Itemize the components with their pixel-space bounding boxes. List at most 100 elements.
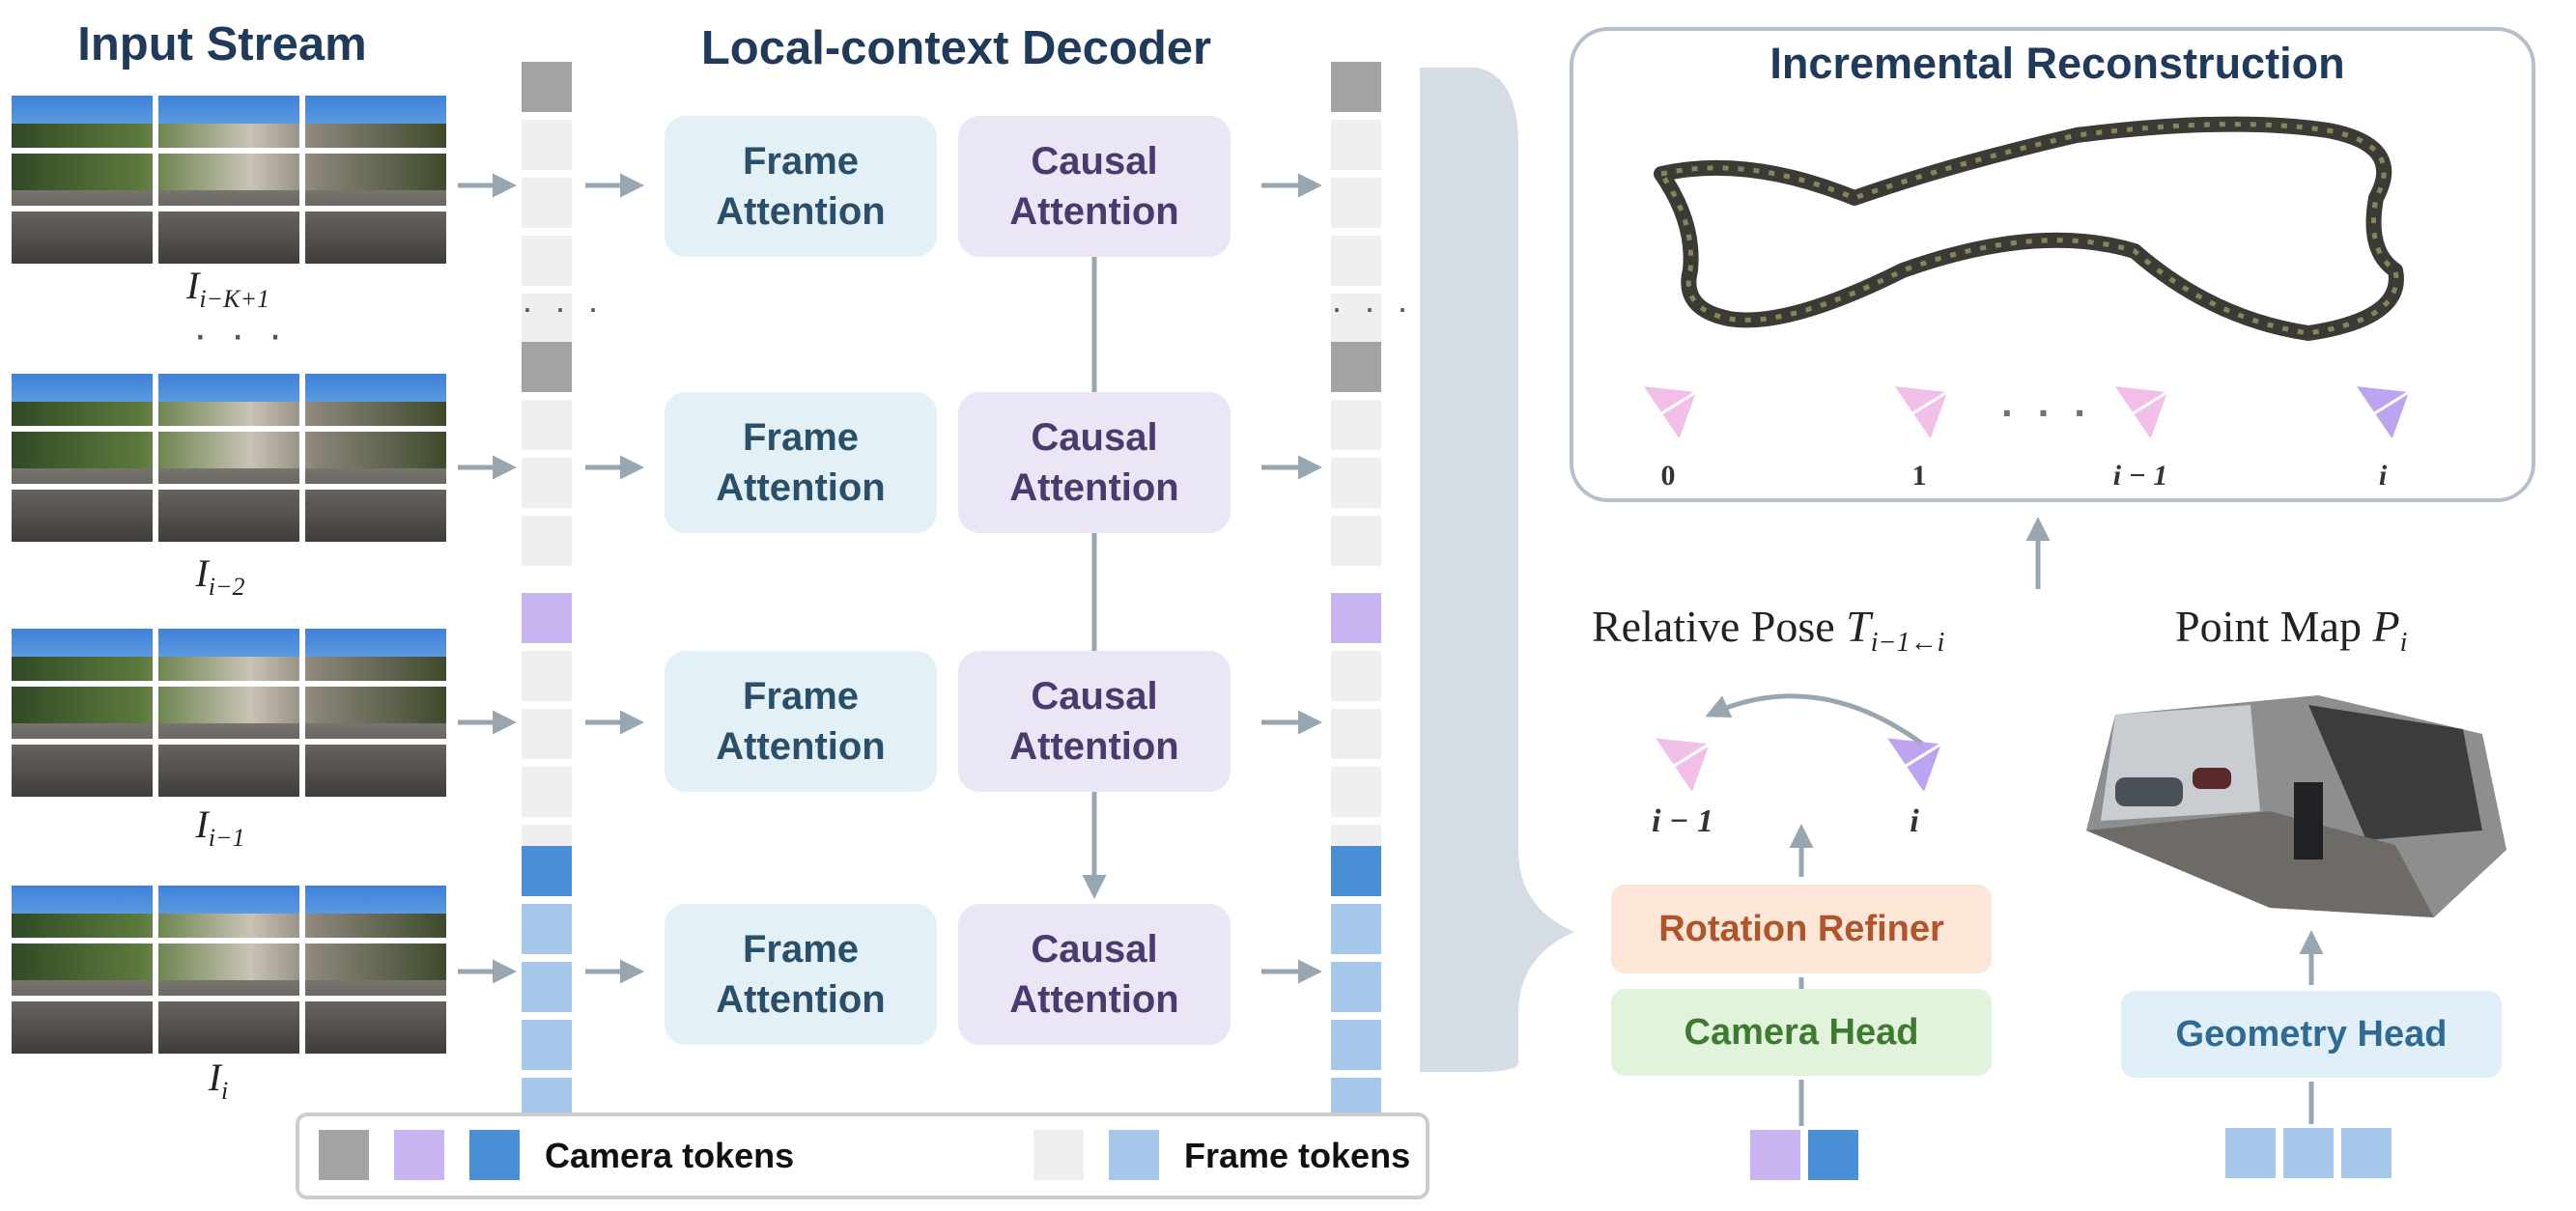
image-patch (156, 151, 302, 209)
rotation-refiner-block: Rotation Refiner (1611, 885, 1992, 973)
legend-camera-token (319, 1130, 369, 1180)
legend-frame-token (1109, 1130, 1159, 1180)
input-frame-token (522, 1020, 572, 1070)
camera-frustum-icon (2353, 385, 2410, 443)
output-frame-token (1331, 178, 1381, 228)
input-frame-token (522, 904, 572, 954)
frame-label: Ii−2 (195, 551, 245, 601)
output-frame-token (1331, 120, 1381, 170)
output-frame-token (1331, 294, 1381, 344)
image-patch (156, 883, 302, 941)
image-patch (302, 999, 448, 1056)
input-frame-token (522, 120, 572, 170)
output-camera-token (1331, 593, 1381, 643)
output-camera-token (1331, 342, 1381, 392)
tokens-ellipsis-left: · · · (522, 288, 605, 327)
decoder-title: Local-context Decoder (700, 22, 1212, 74)
output-frame-token (1331, 709, 1381, 759)
input-frame-image (9, 883, 448, 1056)
input-frame-image (9, 371, 448, 545)
output-frame-token (1331, 904, 1381, 954)
output-camera-token (1331, 62, 1381, 112)
image-patch (156, 429, 302, 487)
output-frame-token (1331, 651, 1381, 701)
image-patch (302, 626, 448, 684)
image-patch (156, 626, 302, 684)
frame-attention-block: Frame Attention (665, 651, 937, 792)
input-frame-token (522, 458, 572, 508)
frame-label: Ii−K+1 (186, 264, 269, 313)
input-frame-token (522, 236, 572, 286)
input-stream-title: Input Stream (77, 18, 367, 70)
image-patch (9, 151, 156, 209)
relative-pose-label: Relative Pose Ti−1←i (1592, 602, 1945, 659)
image-patch (302, 371, 448, 429)
head-frame-token (2225, 1128, 2276, 1178)
input-frame-token (522, 709, 572, 759)
image-patch (156, 684, 302, 742)
output-frame-token (1331, 400, 1381, 450)
reconstruction-title: Incremental Reconstruction (1769, 39, 2345, 88)
image-patch (302, 742, 448, 800)
image-patch (9, 93, 156, 151)
input-frame-image (9, 626, 448, 800)
input-camera-token (522, 593, 572, 643)
legend-camera-label: Camera tokens (545, 1136, 795, 1175)
causal-attention-block: Causal Attention (958, 651, 1231, 792)
point-map-label: Point Map Pi (2175, 602, 2408, 659)
image-patch (156, 999, 302, 1056)
frame-label: Ii (208, 1056, 229, 1105)
pose-camera-label: i (1910, 803, 1919, 839)
image-patch (9, 487, 156, 545)
input-frame-token (522, 516, 572, 566)
image-patch (302, 487, 448, 545)
image-patch (156, 487, 302, 545)
image-patch (9, 626, 156, 684)
decoder-output-brace (1420, 68, 1574, 1072)
pose-camera-label: i − 1 (1651, 803, 1714, 839)
camera-frustum-icon (1883, 737, 1942, 797)
image-patch (302, 93, 448, 151)
legend-camera-token (469, 1130, 520, 1180)
image-patch (9, 429, 156, 487)
output-frame-token (1331, 962, 1381, 1012)
camera-frustum-icon (1652, 737, 1711, 797)
input-camera-token (522, 62, 572, 112)
input-frame-token (522, 651, 572, 701)
image-patch (9, 209, 156, 267)
frame-label: Ii−1 (195, 803, 245, 852)
head-camera-token (1750, 1130, 1800, 1180)
head-frame-token (2283, 1128, 2334, 1178)
input-camera-token (522, 342, 572, 392)
image-patch (156, 371, 302, 429)
input-frame-token (522, 294, 572, 344)
image-patch (156, 93, 302, 151)
output-frame-token (1331, 1020, 1381, 1070)
input-camera-token (522, 846, 572, 896)
image-patch (9, 999, 156, 1056)
camera-frustum-icon (2111, 385, 2168, 443)
frame-attention-block: Frame Attention (665, 116, 937, 257)
input-frame-token (522, 400, 572, 450)
trajectory-pointcloud (1654, 116, 2404, 341)
recon-camera-label: 0 (1660, 460, 1676, 492)
frames-ellipsis: · · · (193, 311, 289, 358)
recon-camera-label: i (2378, 460, 2388, 492)
camera-head-block: Camera Head (1611, 989, 1992, 1076)
output-frame-token (1331, 236, 1381, 286)
frame-attention-block: Frame Attention (665, 392, 937, 533)
image-patch (9, 371, 156, 429)
input-frame-token (522, 767, 572, 817)
image-patch (9, 941, 156, 999)
tokens-ellipsis-right: · · · (1331, 288, 1414, 327)
image-patch (302, 209, 448, 267)
recon-camera-label: i − 1 (2112, 460, 2168, 492)
frame-attention-block: Frame Attention (665, 904, 937, 1045)
legend-camera-token (394, 1130, 444, 1180)
image-patch (302, 941, 448, 999)
causal-attention-block: Causal Attention (958, 904, 1231, 1045)
output-frame-token (1331, 516, 1381, 566)
reconstruction-panel (1570, 27, 2535, 502)
output-frame-token (1331, 767, 1381, 817)
image-patch (9, 742, 156, 800)
